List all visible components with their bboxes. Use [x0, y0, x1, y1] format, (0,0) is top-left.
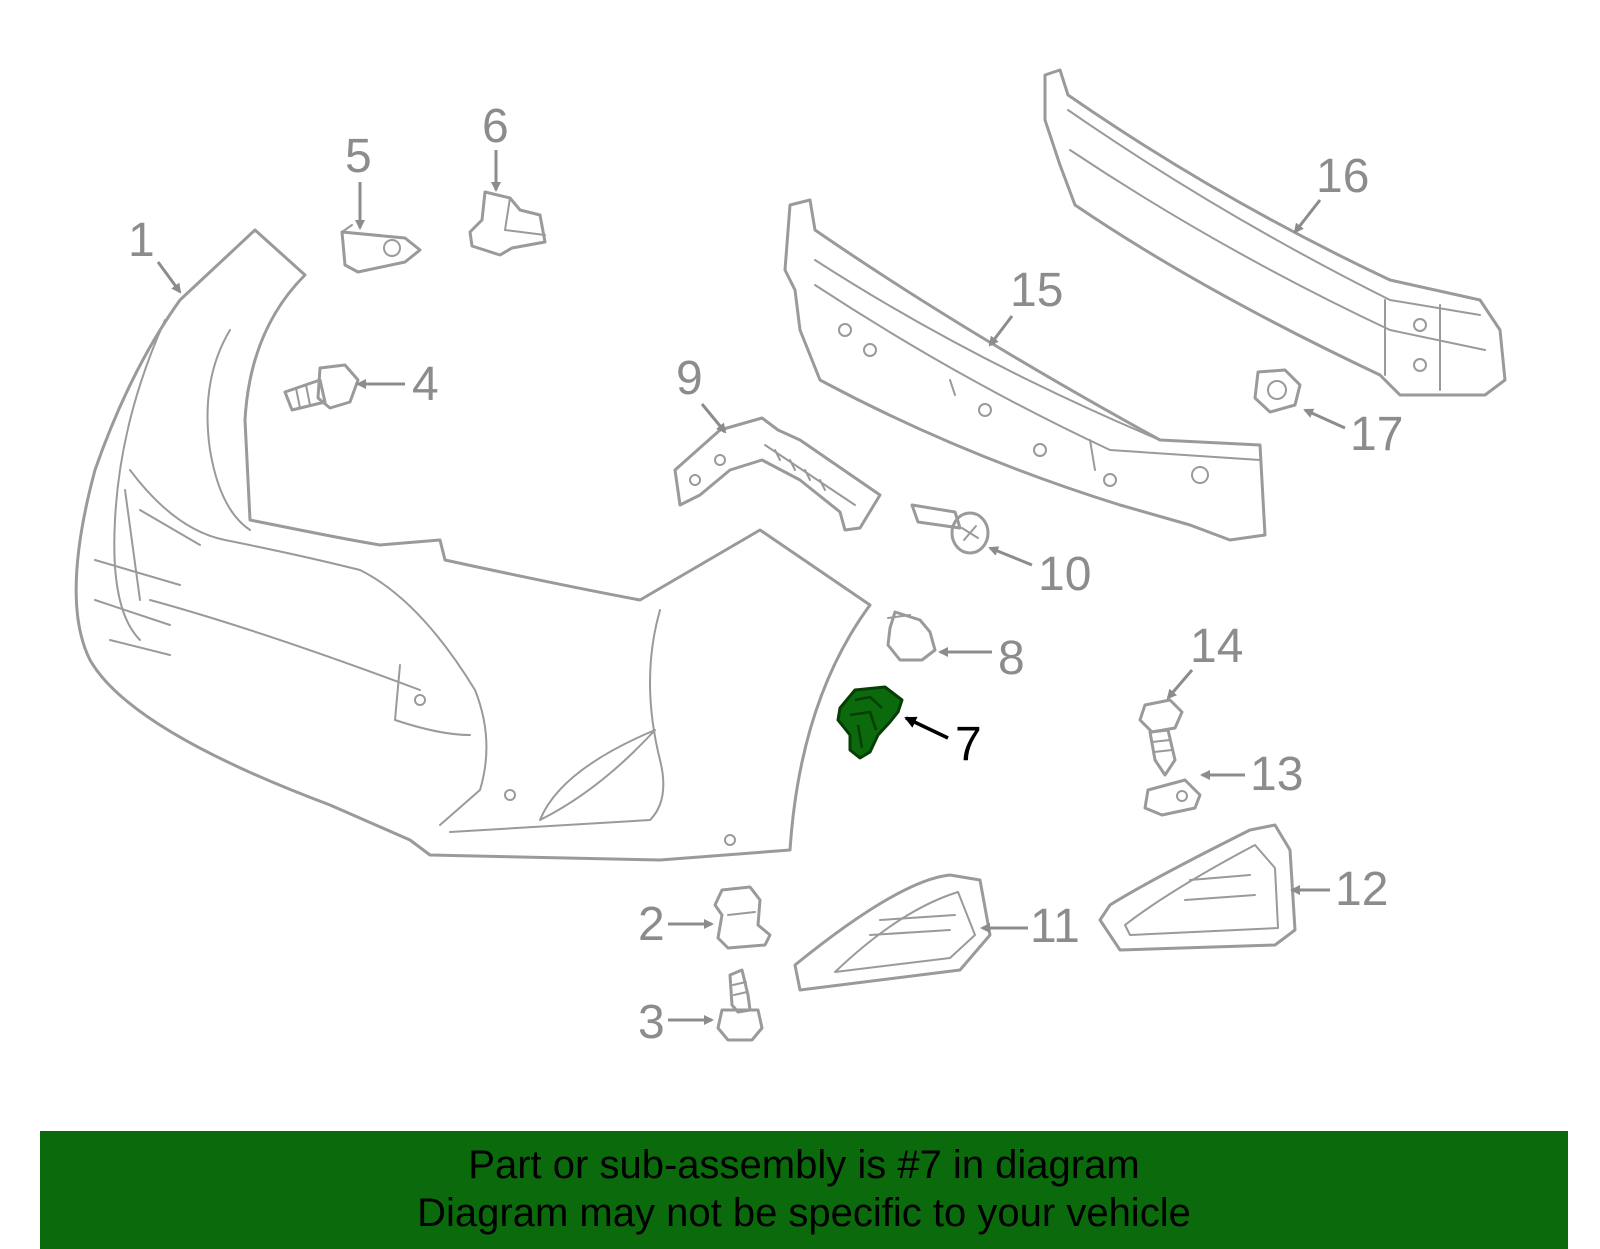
callout-10: 10	[988, 546, 1091, 601]
callout-9: 9	[676, 352, 727, 434]
arrow-icon	[156, 261, 182, 294]
callout-13: 13	[1200, 748, 1303, 801]
svg-text:14: 14	[1190, 620, 1243, 673]
arrow-icon	[1166, 669, 1194, 700]
callout-12: 12	[1290, 863, 1388, 916]
svg-text:11: 11	[1030, 900, 1080, 953]
callout-14: 14	[1166, 620, 1243, 700]
arrow-icon	[1303, 408, 1346, 430]
svg-text:8: 8	[998, 632, 1025, 685]
callout-16: 16	[1293, 150, 1369, 234]
nut-clip-part-5	[340, 224, 422, 274]
banner-line-1: Part or sub-assembly is #7 in diagram	[468, 1143, 1140, 1187]
bolt-part-14	[1138, 698, 1184, 777]
clip-part-13	[1143, 778, 1202, 817]
callout-1: 1	[128, 214, 182, 294]
svg-text:9: 9	[676, 352, 703, 405]
svg-text:6: 6	[482, 100, 509, 153]
arrow-icon	[1293, 199, 1322, 234]
grille-insert-part-12	[1098, 823, 1297, 952]
bolt-part-10	[910, 503, 990, 555]
arrow-icon	[700, 403, 727, 434]
callout-7[interactable]: 7	[904, 716, 982, 771]
callout-2: 2	[638, 898, 714, 951]
svg-text:15: 15	[1010, 264, 1063, 317]
svg-text:4: 4	[412, 358, 439, 411]
nut-part-17	[1253, 368, 1302, 414]
svg-text:16: 16	[1316, 150, 1369, 203]
svg-text:5: 5	[345, 130, 372, 183]
svg-text:2: 2	[638, 898, 665, 951]
highlighted-part-7[interactable]	[836, 685, 904, 760]
callout-17: 17	[1303, 408, 1403, 461]
callout-3: 3	[638, 996, 714, 1049]
callout-15: 15	[988, 264, 1063, 347]
energy-absorber-part-15	[783, 198, 1267, 542]
svg-text:12: 12	[1335, 863, 1388, 916]
svg-text:7: 7	[955, 718, 982, 771]
arrow-icon	[904, 716, 949, 740]
svg-text:10: 10	[1038, 548, 1091, 601]
screw-part-4	[283, 363, 360, 412]
bracket-part-6	[468, 190, 547, 257]
svg-text:3: 3	[638, 996, 665, 1049]
grille-insert-part-11	[793, 873, 992, 992]
arrow-icon	[988, 546, 1033, 567]
bracket-part-9	[673, 416, 882, 532]
info-banner: Part or sub-assembly is #7 in diagram Di…	[40, 1131, 1568, 1249]
banner-line-2: Diagram may not be specific to your vehi…	[417, 1191, 1191, 1235]
callout-4: 4	[356, 358, 439, 411]
svg-text:13: 13	[1250, 748, 1303, 801]
bolt-part-3	[716, 968, 764, 1042]
callout-5: 5	[345, 130, 372, 230]
callout-8: 8	[938, 632, 1025, 685]
clip-part-2	[713, 885, 772, 950]
callout-6: 6	[482, 100, 509, 192]
callout-11: 11	[980, 900, 1080, 953]
arrow-icon	[988, 315, 1014, 347]
bumper-cover-part	[74, 228, 872, 862]
svg-text:1: 1	[128, 214, 155, 267]
reinforcement-part-16	[1043, 68, 1507, 397]
svg-text:17: 17	[1350, 408, 1403, 461]
push-clip-part-8	[886, 610, 937, 662]
